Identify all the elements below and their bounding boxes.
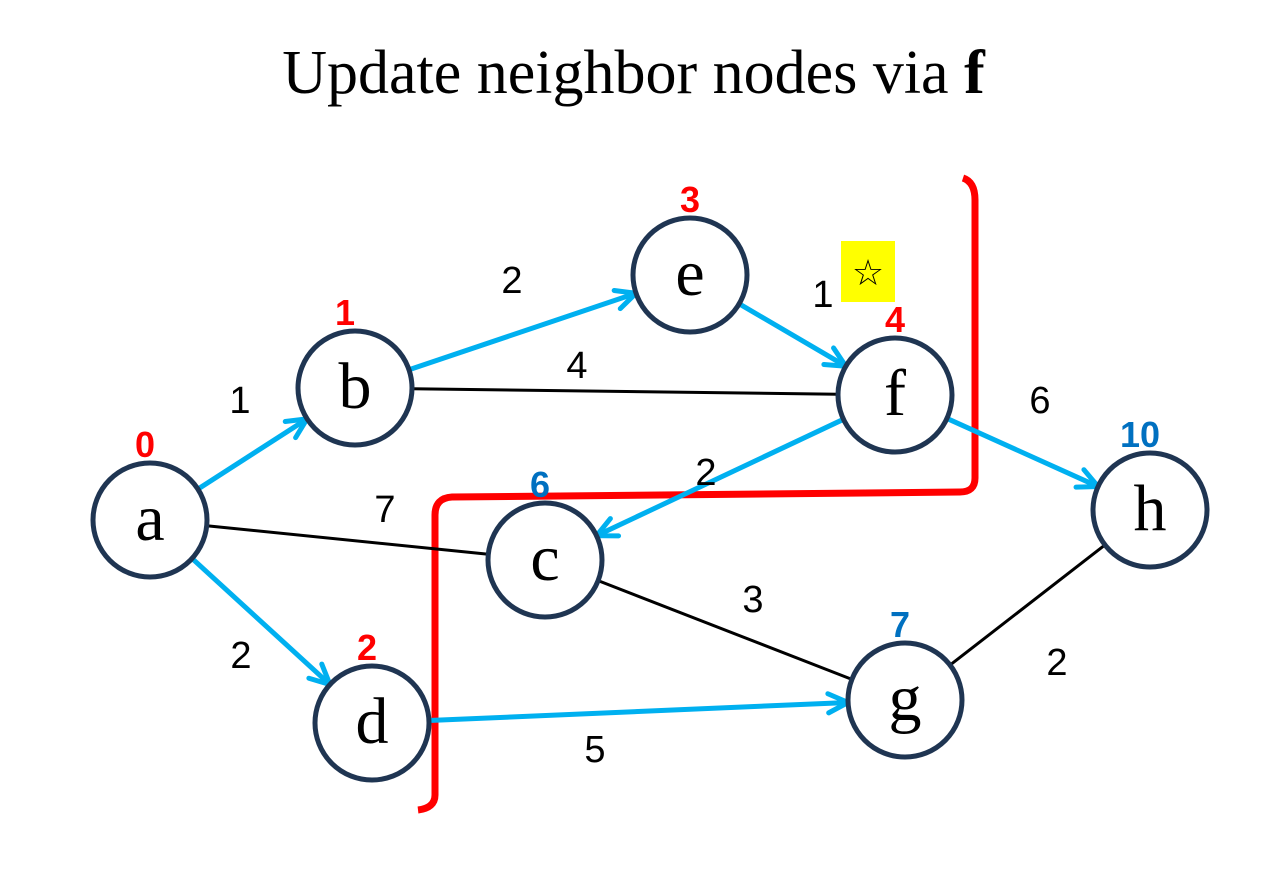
edge-weight: 7	[374, 489, 395, 531]
node-h: h 10	[1090, 414, 1210, 570]
edge-line	[949, 543, 1106, 667]
node-a: a0	[90, 424, 210, 580]
node-g: g7	[845, 604, 965, 760]
node-circle	[1090, 450, 1210, 570]
edge-g-h	[949, 543, 1106, 667]
node-circle	[90, 460, 210, 580]
edge-line	[190, 556, 332, 687]
edge-weight: 2	[501, 260, 522, 302]
node-label: c	[530, 522, 559, 595]
node-b: b1	[295, 292, 415, 448]
edge-line	[597, 579, 853, 681]
node-label: a	[135, 482, 164, 555]
edge-a-c	[206, 524, 489, 556]
edge-b-f	[411, 387, 839, 396]
edge-weight: 3	[742, 579, 763, 621]
edge-weight: 6	[1029, 380, 1050, 422]
edge-line	[411, 387, 839, 396]
edge-a-d	[190, 556, 335, 689]
edge-d-g	[428, 691, 854, 724]
distance-label: 4	[885, 299, 905, 340]
edge-weight: 2	[230, 635, 251, 677]
distance-label: 10	[1120, 414, 1160, 455]
edge-f-c	[591, 417, 845, 539]
node-label: g	[889, 662, 922, 735]
node-circle	[835, 335, 955, 455]
node-label: b	[339, 350, 372, 423]
boundary-line	[417, 174, 979, 814]
edge-weight: 2	[1046, 642, 1067, 684]
edge-f-h	[945, 416, 1104, 490]
edge-line	[196, 416, 309, 492]
edge-weight: 1	[812, 274, 833, 316]
node-circle	[845, 640, 965, 760]
distance-label: 7	[890, 604, 910, 645]
node-label: h	[1134, 472, 1167, 545]
distance-label: 6	[530, 464, 550, 505]
edge-c-g	[597, 579, 853, 681]
node-d: d2	[312, 627, 432, 783]
edge-line	[206, 524, 489, 556]
edge-weight: 2	[695, 452, 716, 494]
edge-weight: 5	[584, 729, 605, 771]
title-text: Update neighbor nodes via	[282, 39, 965, 107]
star-marker: ☆	[841, 241, 895, 302]
node-label: e	[675, 237, 704, 310]
title-highlight-node: f	[964, 39, 985, 107]
node-f: f4	[835, 299, 955, 455]
slide-title: Update neighbor nodes via f	[0, 38, 1267, 109]
node-e: e3	[630, 179, 750, 335]
edge-line	[595, 417, 845, 538]
edge-b-e	[408, 287, 642, 373]
distance-label: 1	[335, 292, 355, 333]
star-highlight-box	[841, 241, 895, 302]
node-circle	[485, 500, 605, 620]
star-icon: ☆	[852, 253, 884, 294]
distance-label: 3	[680, 179, 700, 220]
finalized-set-boundary	[417, 174, 979, 814]
distance-label: 2	[357, 627, 377, 668]
edge-weight: 1	[229, 380, 250, 422]
node-label: d	[356, 685, 389, 758]
node-circle	[312, 663, 432, 783]
node-label: f	[884, 357, 906, 430]
distance-label: 0	[135, 424, 155, 465]
node-circle	[630, 215, 750, 335]
edge-line	[428, 699, 849, 724]
edge-line	[408, 290, 637, 373]
edge-line	[737, 301, 848, 369]
edge-line	[945, 416, 1100, 489]
edge-weight: 4	[566, 345, 587, 387]
node-circle	[295, 328, 415, 448]
node-c: c6	[485, 464, 605, 620]
edge-a-b	[196, 415, 312, 492]
